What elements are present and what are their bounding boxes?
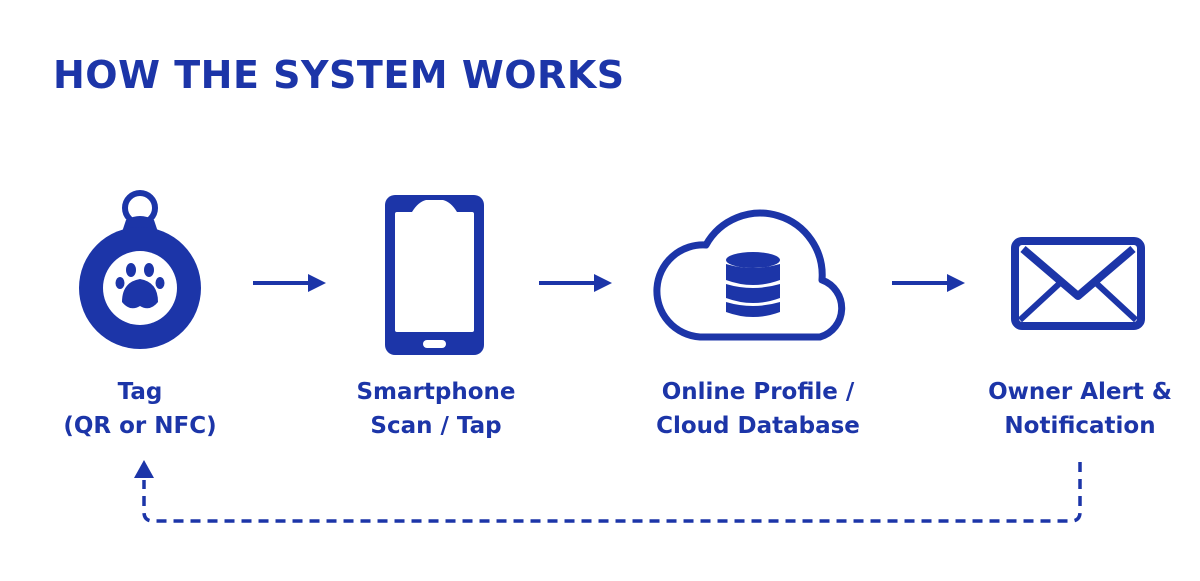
step-label-line: Cloud Database	[656, 413, 860, 439]
envelope-icon	[1011, 237, 1145, 330]
database-icon	[726, 252, 780, 317]
feedback-loop-arrow	[134, 460, 1082, 523]
step-label-alert: Owner Alert & Notification	[960, 375, 1200, 443]
step-label-smartphone: Smartphone Scan / Tap	[316, 375, 556, 443]
step-label-cloud: Online Profile / Cloud Database	[638, 375, 878, 443]
step-label-line: Owner Alert &	[988, 379, 1172, 405]
step-label-line: Smartphone	[356, 379, 516, 405]
step-label-line: Scan / Tap	[370, 413, 502, 439]
step-label-tag: Tag (QR or NFC)	[20, 375, 260, 443]
step-label-line: Notification	[1004, 413, 1156, 439]
flow-arrow-3	[892, 274, 965, 292]
pet-tag-paw-icon	[79, 190, 201, 349]
step-label-line: Tag	[117, 379, 163, 405]
page-title: HOW THE SYSTEM WORKS	[53, 53, 625, 97]
step-label-line: Online Profile /	[661, 379, 855, 405]
smartphone-icon	[385, 195, 484, 355]
flow-arrow-2	[539, 274, 612, 292]
flow-arrow-1	[253, 274, 326, 292]
cloud-database-icon	[653, 209, 846, 341]
step-label-line: (QR or NFC)	[63, 413, 217, 439]
